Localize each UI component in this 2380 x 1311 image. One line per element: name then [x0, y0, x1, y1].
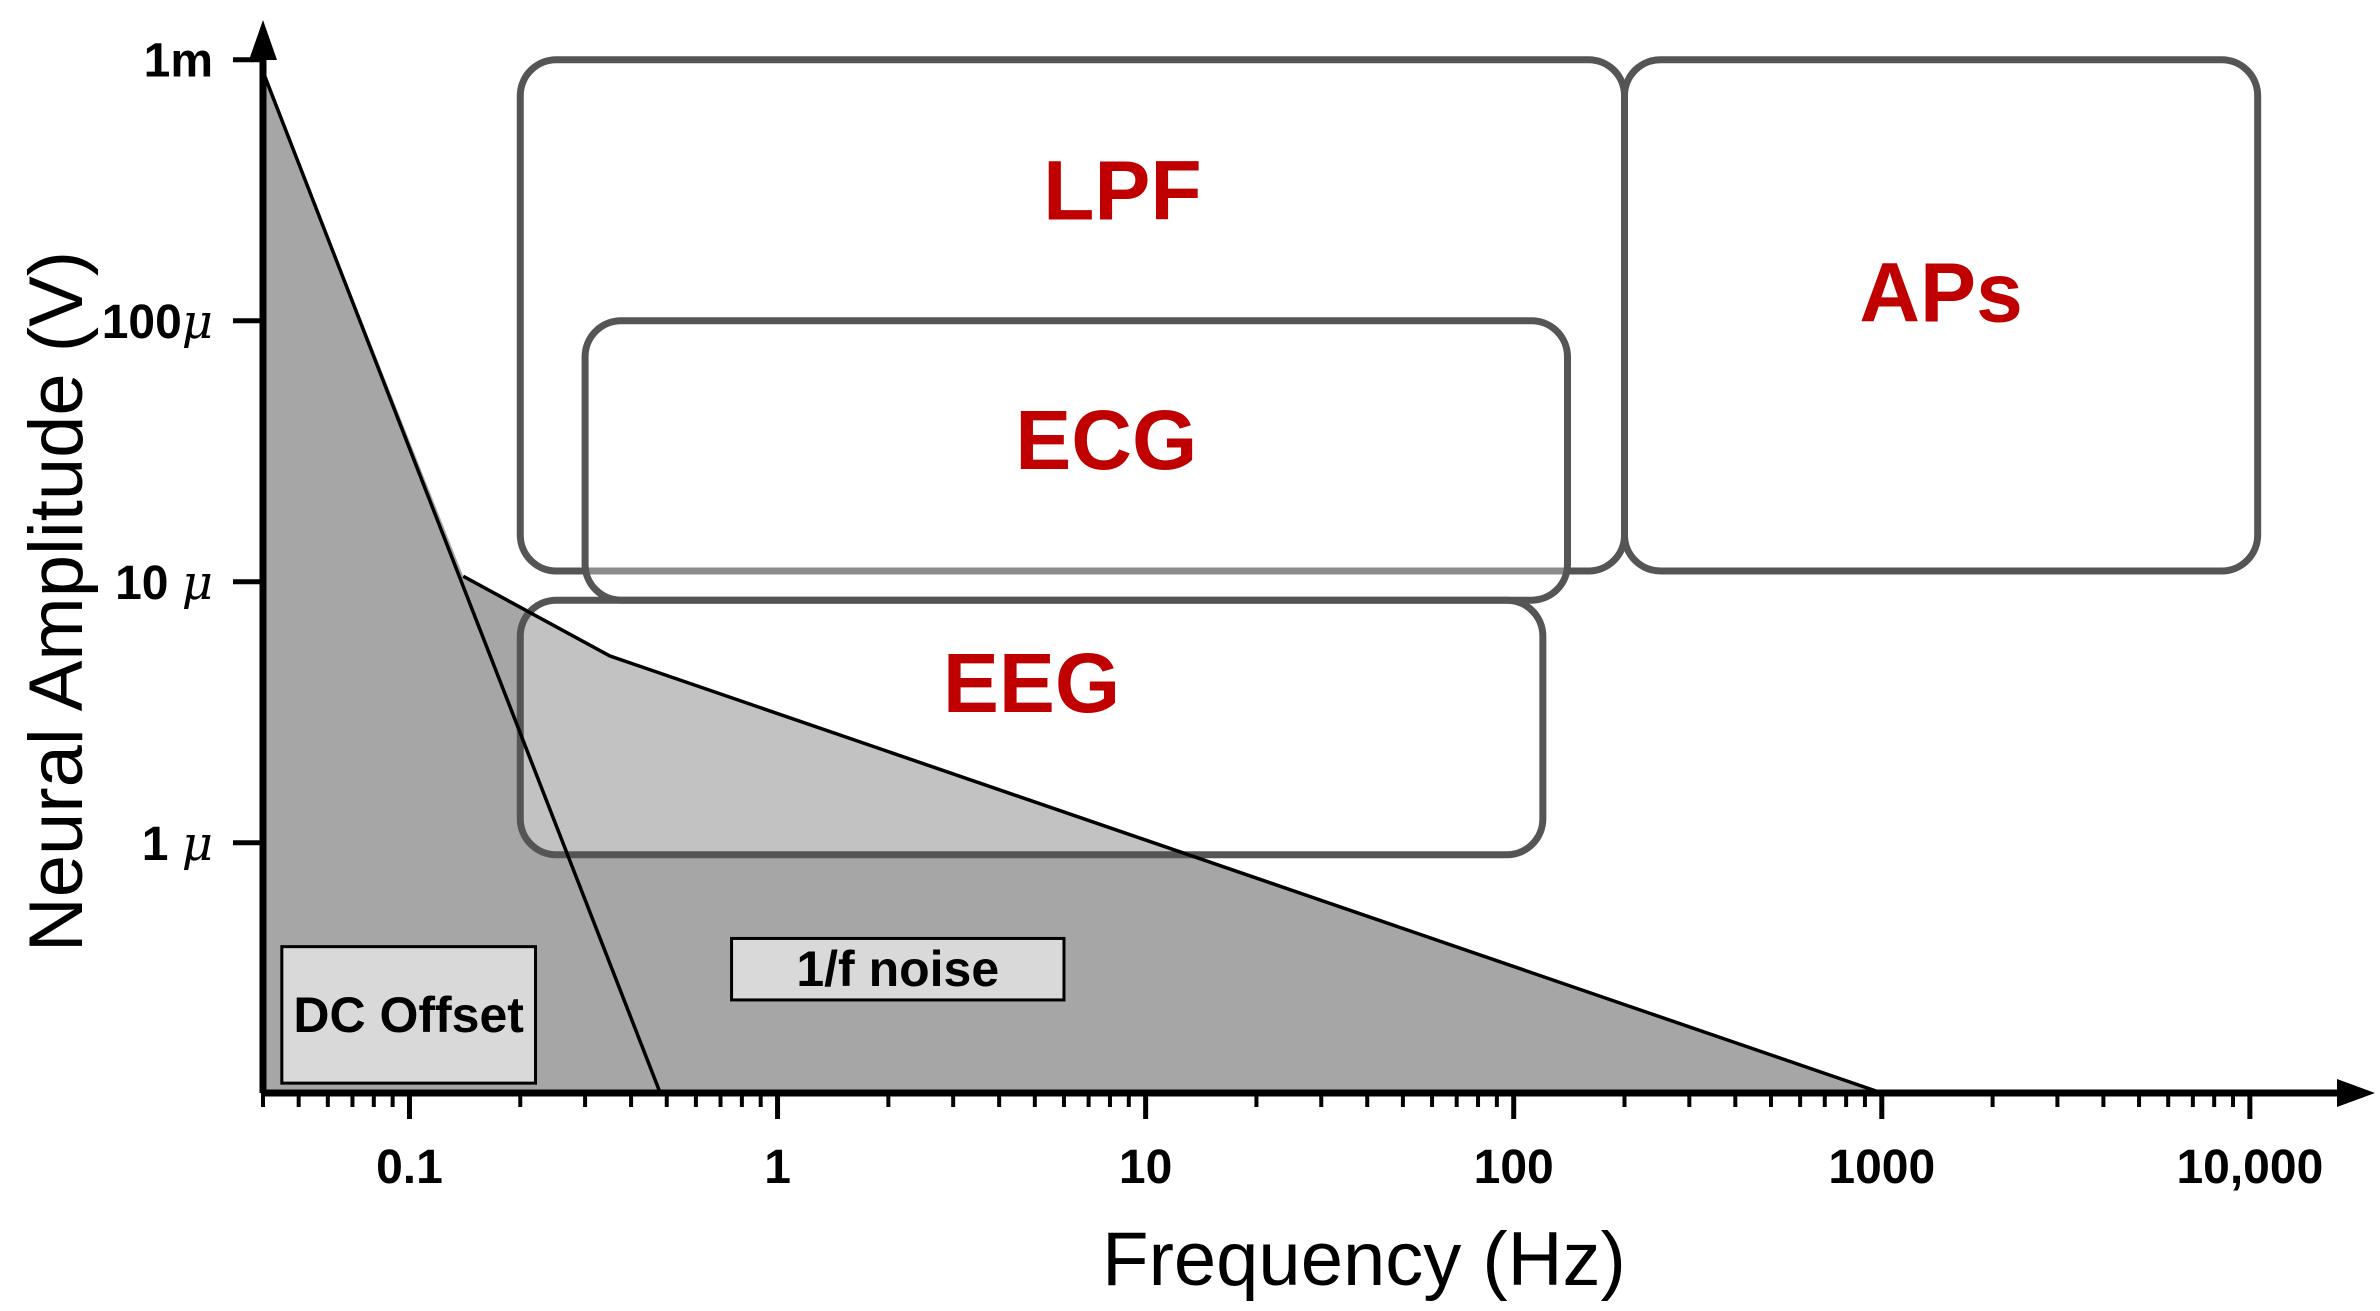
- one-over-f-noise-line: [462, 574, 1883, 1095]
- dc-offset-line: [261, 71, 662, 1094]
- noise-fill-layer: [263, 71, 1882, 1093]
- noise-line-layer: [261, 71, 1883, 1095]
- region-label-layer: LPF ECG EEG APs: [943, 144, 2023, 730]
- axes-layer: 0.1 1 10 100 1000 10,000 1 μ 10 μ 100μ 1mFrequenc…: [14, 20, 2375, 1302]
- dc-offset-label-box: [280, 945, 538, 1085]
- one-over-f-noise-label-box: [730, 936, 1066, 1002]
- x-tick-label: 0.1: [376, 1141, 443, 1194]
- x-tick-label: 10: [1119, 1141, 1172, 1194]
- y-tick-label: 100μ: [102, 294, 213, 350]
- region-box-eeg: [516, 596, 1547, 859]
- x-axis-arrow-icon: [2337, 1079, 2375, 1107]
- x-axis-title: Frequency (Hz): [1102, 1217, 1626, 1302]
- one-over-f-noise-label: 1/f noise: [796, 941, 999, 997]
- x-tick-label: 10,000: [2176, 1141, 2323, 1194]
- x-tick-label: 1: [764, 1141, 791, 1194]
- region-label-ecg: ECG: [1015, 393, 1197, 487]
- y-axis-title: Neural Amplitude (V): [14, 251, 99, 952]
- y-tick-label: 1 μ: [142, 816, 213, 872]
- x-tick-label: 1000: [1828, 1141, 1935, 1194]
- y-axis-arrow-icon: [249, 20, 277, 60]
- region-label-aps: APs: [1859, 246, 2022, 340]
- region-box-aps: [1621, 56, 2262, 575]
- region-box-layer: [516, 56, 2262, 859]
- region-label-eeg: EEG: [943, 636, 1120, 730]
- annotation-layer: DC Offset 1/f noise: [280, 936, 1066, 1085]
- dc-offset-label: DC Offset: [293, 987, 524, 1043]
- y-tick-label: 10 μ: [115, 555, 213, 611]
- y-tick-label: 1m: [144, 35, 213, 88]
- region-label-lpf: LPF: [1043, 144, 1202, 238]
- x-tick-label: 100: [1474, 1141, 1554, 1194]
- noise-area: [263, 71, 1882, 1093]
